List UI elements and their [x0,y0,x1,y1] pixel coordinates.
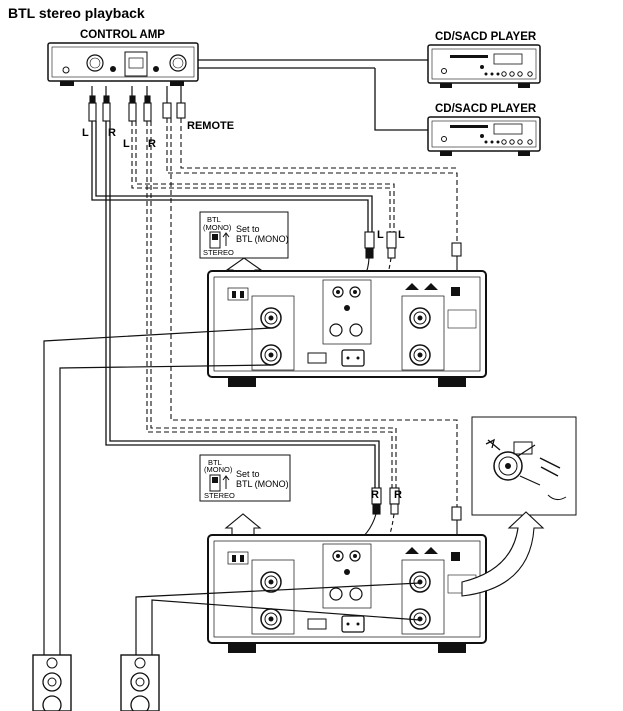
player-top-label: CD/SACD PLAYER [435,31,537,43]
terminal-detail-inset [471,416,577,516]
svg-text:STEREO: STEREO [203,248,234,257]
amp-out-right-label: R [108,127,116,139]
svg-text:Set to: Set to [236,469,260,479]
cd-sacd-player-top: CD/SACD PLAYER [427,31,541,88]
signal-cables [91,121,380,488]
lower-in-1-label: R [371,489,379,501]
lower-in-2-label: R [394,489,402,501]
amp-out-left-label: L [82,127,89,139]
svg-text:STEREO: STEREO [204,491,235,500]
btl-setting-note-upper: BTL (MONO) STEREO Set to BTL (MONO) [199,211,289,259]
amp-output-plugs [88,95,186,122]
lower-input-plugs [371,487,462,521]
power-amp-upper [207,270,487,387]
diagram-title: BTL stereo playback [8,5,145,21]
svg-text:Set to: Set to [236,224,260,234]
cd-sacd-player-bottom: CD/SACD PLAYER [427,103,541,156]
upper-in-2-label: L [398,229,405,241]
svg-text:BTL (MONO): BTL (MONO) [236,234,289,244]
arrow-to-inset [461,511,545,597]
speaker-right [120,654,160,711]
remote-label: REMOTE [187,120,234,132]
svg-text:BTL (MONO): BTL (MONO) [236,479,289,489]
balanced-cables [131,118,459,507]
svg-text:BTL: BTL [208,458,222,467]
svg-text:BTL: BTL [207,215,221,224]
btl-setting-note-lower: BTL (MONO) STEREO Set to BTL (MONO) [199,454,291,502]
amp-out2-left-label: L [123,138,130,150]
svg-text:(MONO): (MONO) [204,465,233,474]
control-amp-label: CONTROL AMP [80,29,165,41]
upper-input-plugs [364,231,462,259]
svg-text:(MONO): (MONO) [203,223,232,232]
speaker-left [32,654,72,711]
amp-to-player-wires [198,59,428,131]
amp-out2-right-label: R [148,138,156,150]
speaker-cables [43,327,421,655]
player-bottom-label: CD/SACD PLAYER [435,103,537,115]
upper-in-1-label: L [377,229,384,241]
control-amp: CONTROL AMP [47,29,199,86]
power-amp-lower [207,534,487,653]
